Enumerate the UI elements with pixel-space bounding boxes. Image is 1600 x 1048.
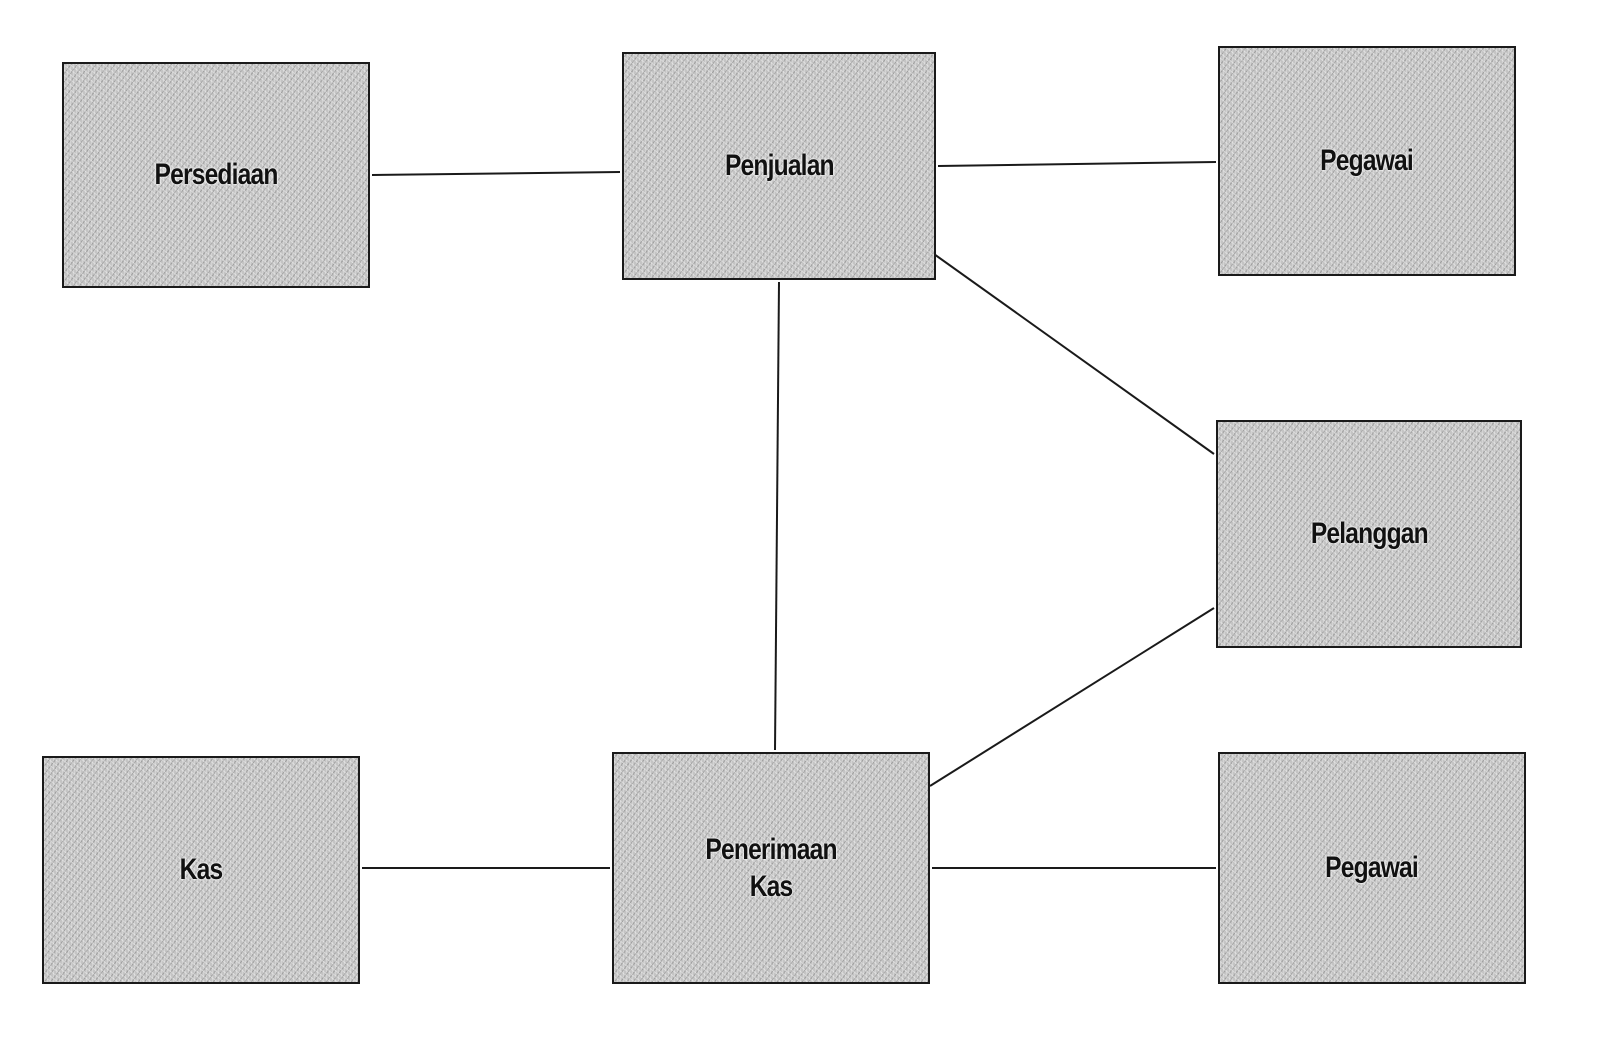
connector-penjualan-pegawai — [937, 161, 1217, 167]
entity-label-penjualan: Penjualan — [724, 149, 835, 183]
connector-persediaan-penjualan — [371, 171, 621, 176]
entity-kas: Kas — [42, 756, 360, 984]
entity-label-pelanggan: Pelanggan — [1310, 517, 1428, 551]
entity-label-penerimaan-kas: Penerimaan Kas — [705, 832, 837, 904]
entity-penerimaan-kas: Penerimaan Kas — [612, 752, 930, 984]
connector-penjualan-pelanggan — [933, 253, 1215, 455]
connector-penjualan-penerimaan-kas — [774, 281, 780, 751]
entity-pelanggan: Pelanggan — [1216, 420, 1522, 648]
entity-label-kas: Kas — [179, 853, 223, 887]
entity-persediaan: Persediaan — [62, 62, 370, 288]
entity-label-pegawai-top: Pegawai — [1320, 144, 1415, 178]
entity-pegawai-bottom: Pegawai — [1218, 752, 1526, 984]
entity-penjualan: Penjualan — [622, 52, 936, 280]
connector-penerimaan-kas-pelanggan — [929, 607, 1215, 787]
entity-label-pegawai-bottom: Pegawai — [1325, 851, 1420, 885]
entity-label-persediaan: Persediaan — [154, 158, 278, 192]
entity-pegawai-top: Pegawai — [1218, 46, 1516, 276]
